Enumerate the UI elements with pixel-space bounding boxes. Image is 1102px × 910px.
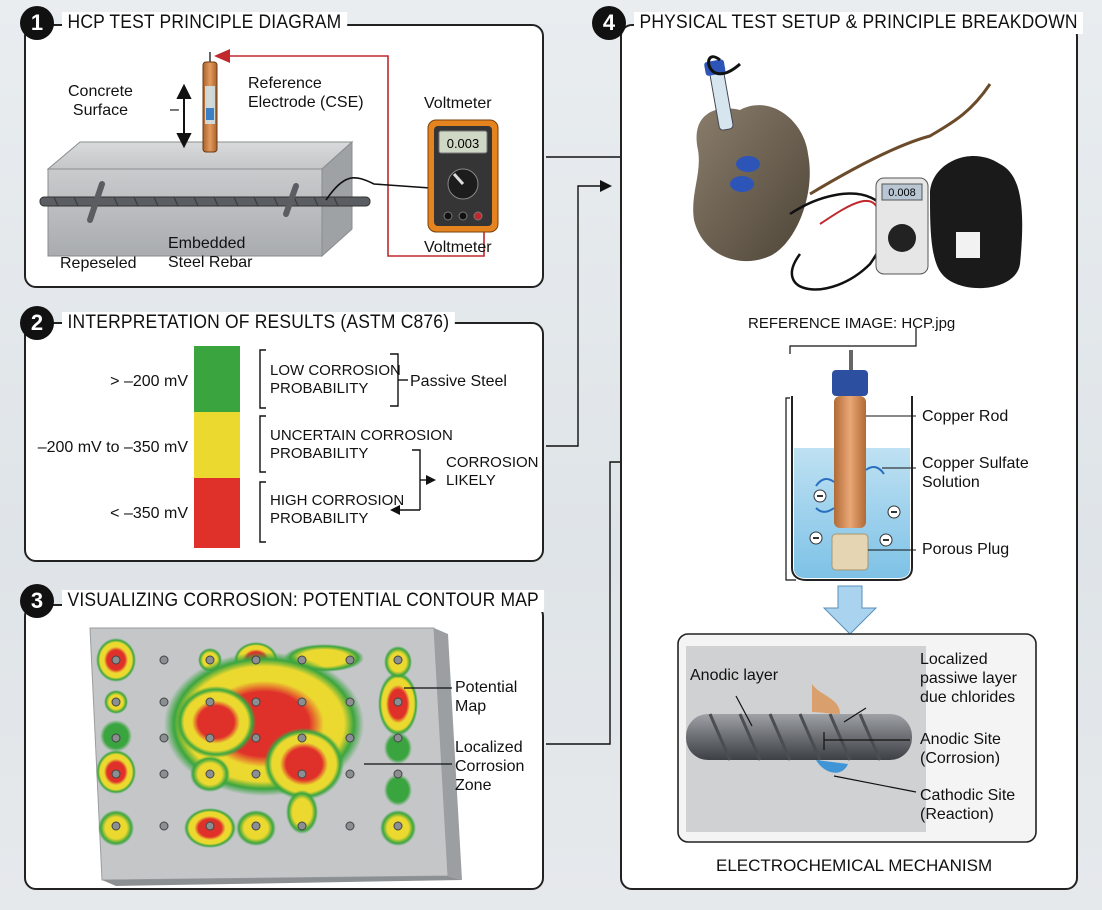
physical-setup-photo: 0.008 [677,55,1037,843]
beaker [791,396,913,581]
range-label-low: > –200 mV [110,373,188,390]
mechanism-rebar [686,714,912,760]
repeseled-label: Repeseled [60,255,137,272]
panel4-number: 4 [592,6,626,40]
voltmeter-bottom-label: Voltmeter [424,239,492,256]
distance-arrow-icon [176,83,192,149]
voltmeter-wire-black [325,177,445,229]
down-arrow-icon [822,585,878,635]
voltmeter-icon [427,119,499,233]
arrow-right-icon [426,475,436,485]
porous-plug-label: Porous Plug [922,541,1010,558]
voltmeter-wire-red [224,55,485,257]
panel3-title: VISUALIZING CORROSION: POTENTIAL CONTOUR… [62,590,545,612]
red-arrowhead-icon [214,49,230,63]
panel1-number: 1 [20,6,54,40]
dash-label: – [170,101,179,118]
cathodic-site-label: Cathodic Site(Reaction) [920,787,1016,823]
copper-rod-label: Copper Rod [922,408,1009,425]
hcp-principle-diagram: 0.003 – [39,49,499,258]
panel3-header: 3 VISUALIZING CORROSION: POTENTIAL CONTO… [20,584,586,618]
potential-contour-map [89,627,462,886]
panel3-number: 3 [20,584,54,618]
porous-plug [831,533,869,571]
passive-steel-label: Passive Steel [410,373,507,390]
arrow-left-icon [390,505,400,515]
panel2-header: 2 INTERPRETATION OF RESULTS (ASTM C876) [20,306,489,340]
measurement-grid-points [111,655,403,831]
panel4-header: 4 PHYSICAL TEST SETUP & PRINCIPLE BREAKD… [592,6,1102,40]
range-bar-yellow [194,412,240,478]
reference-image-label: REFERENCE IMAGE: HCP.jpg [748,315,956,332]
range-bar-red [194,478,240,548]
carry-case [930,155,1023,289]
range-label-mid: –200 mV to –350 mV [37,439,188,456]
arrow-to-panel4-icon [600,180,612,192]
anodic-layer-label: Anodic layer [690,667,779,684]
panel1-title: HCP TEST PRINCIPLE DIAGRAM [62,12,347,34]
electrode-cap [832,370,868,396]
mechanism-title: ELECTROCHEMICAL MECHANISM [716,856,993,875]
panel1-header: 1 HCP TEST PRINCIPLE DIAGRAM [20,6,372,40]
range-bar-green [194,346,240,412]
copper-rod [834,396,866,528]
range-label-high: < –350 mV [110,505,188,522]
voltmeter-top-label: Voltmeter [424,95,492,112]
anodic-site-label: Anodic Site(Corrosion) [920,731,1001,767]
panel4-title: PHYSICAL TEST SETUP & PRINCIPLE BREAKDOW… [634,12,1084,34]
meter-reading: 0.003 [447,136,480,151]
panel2-title: INTERPRETATION OF RESULTS (ASTM C876) [62,312,455,334]
panel2-number: 2 [20,306,54,340]
interpretation-scale [194,346,436,548]
photo-meter-reading: 0.008 [888,187,916,199]
panel-interpretation [24,322,544,562]
